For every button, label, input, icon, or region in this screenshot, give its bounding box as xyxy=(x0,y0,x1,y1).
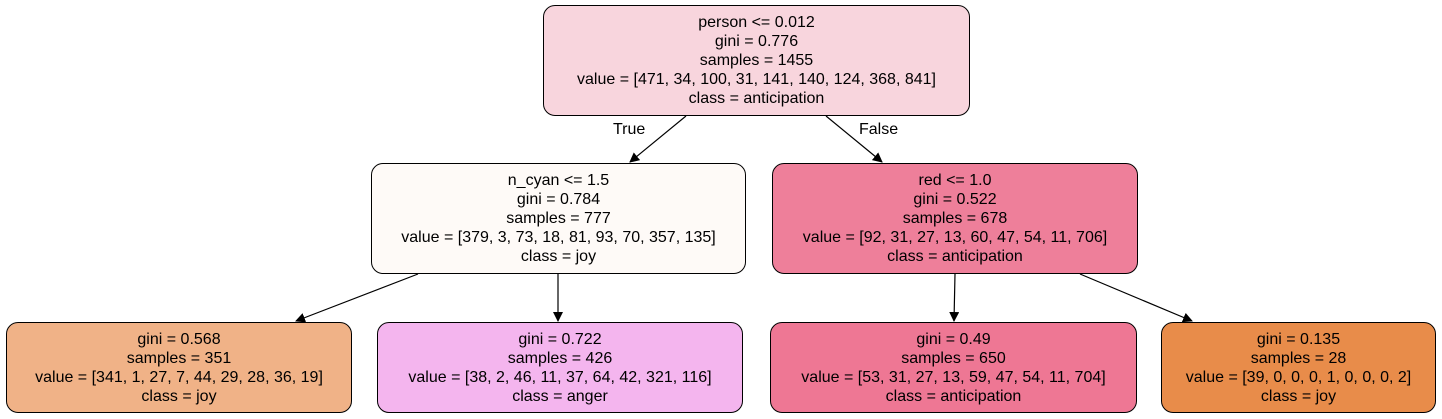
node-samples: samples = 426 xyxy=(507,349,613,367)
tree-leaf-left-left: gini = 0.568 samples = 351 value = [341,… xyxy=(6,322,352,413)
node-gini: gini = 0.568 xyxy=(137,330,221,348)
edge-left-to-left-left xyxy=(295,273,419,323)
node-gini: gini = 0.722 xyxy=(518,330,602,348)
edge-right-to-right-right xyxy=(1079,273,1193,323)
node-value: value = [471, 34, 100, 31, 141, 140, 124… xyxy=(577,71,936,88)
node-samples: samples = 28 xyxy=(1250,349,1347,367)
tree-leaf-right-right: gini = 0.135 samples = 28 value = [39, 0… xyxy=(1161,322,1436,413)
edge-root-to-right xyxy=(825,115,883,163)
tree-node-right: red <= 1.0 gini = 0.522 samples = 678 va… xyxy=(772,163,1138,274)
edge-right-to-right-left xyxy=(949,273,960,322)
node-samples: samples = 351 xyxy=(126,349,232,367)
node-class: class = anticipation xyxy=(887,248,1023,265)
node-split: red <= 1.0 xyxy=(918,172,992,189)
node-gini: gini = 0.135 xyxy=(1256,330,1341,348)
node-class: class = joy xyxy=(141,387,217,405)
node-value: value = [39, 0, 0, 0, 1, 0, 0, 0, 2] xyxy=(1185,368,1412,386)
node-gini: gini = 0.49 xyxy=(916,330,991,348)
edge-root-to-left xyxy=(629,115,687,163)
edge-label-false: False xyxy=(859,121,899,138)
node-gini: gini = 0.776 xyxy=(714,33,799,50)
tree-leaf-right-left: gini = 0.49 samples = 650 value = [53, 3… xyxy=(770,322,1137,413)
node-class: class = anger xyxy=(512,387,608,405)
node-class: class = anticipation xyxy=(688,90,825,107)
node-samples: samples = 650 xyxy=(901,349,1006,367)
node-gini: gini = 0.784 xyxy=(516,191,601,208)
node-samples: samples = 1455 xyxy=(699,52,814,69)
node-value: value = [379, 3, 73, 18, 81, 93, 70, 357… xyxy=(401,229,716,246)
node-samples: samples = 678 xyxy=(902,210,1008,227)
node-split: n_cyan <= 1.5 xyxy=(507,172,610,189)
node-class: class = joy xyxy=(1260,387,1337,405)
tree-node-left: n_cyan <= 1.5 gini = 0.784 samples = 777… xyxy=(371,163,746,274)
node-split: person <= 0.012 xyxy=(698,14,815,31)
node-value: value = [341, 1, 27, 7, 44, 29, 28, 36, … xyxy=(35,368,323,386)
node-samples: samples = 777 xyxy=(506,210,611,227)
node-gini: gini = 0.522 xyxy=(913,191,997,208)
tree-leaf-left-right: gini = 0.722 samples = 426 value = [38, … xyxy=(377,322,743,413)
node-class: class = joy xyxy=(520,248,597,265)
node-class: class = anticipation xyxy=(885,387,1022,405)
tree-node-root: person <= 0.012 gini = 0.776 samples = 1… xyxy=(543,5,970,116)
node-value: value = [38, 2, 46, 11, 37, 64, 42, 321,… xyxy=(408,368,712,386)
edge-label-true: True xyxy=(613,121,646,138)
node-value: value = [92, 31, 27, 13, 60, 47, 54, 11,… xyxy=(802,229,1108,246)
node-value: value = [53, 31, 27, 13, 59, 47, 54, 11,… xyxy=(801,368,1106,386)
